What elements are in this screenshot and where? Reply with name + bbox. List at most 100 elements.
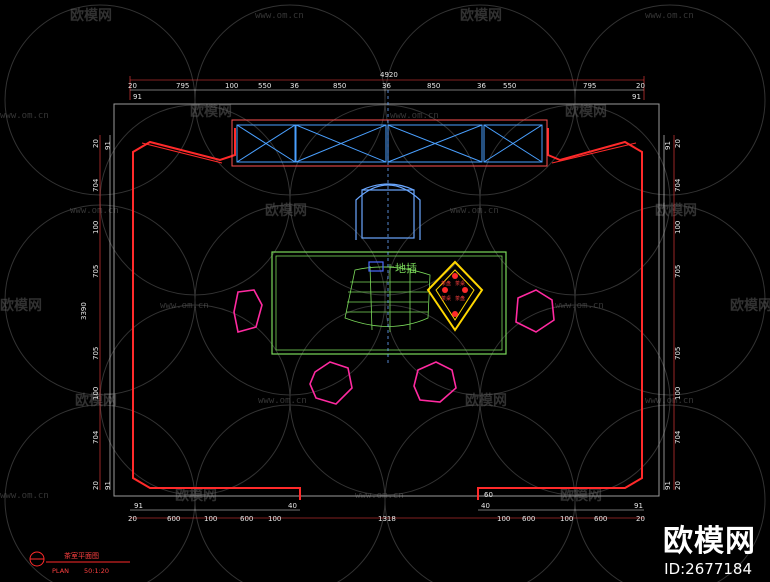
tea-desk bbox=[271, 251, 507, 355]
dim-right-label: 20 bbox=[674, 139, 682, 148]
dim-left-total: 3390 bbox=[80, 302, 88, 320]
watermark-url: www.om.cn bbox=[645, 11, 694, 21]
watermark-brand: 欧模网 bbox=[265, 202, 307, 219]
dim-left-label: 91 bbox=[104, 481, 112, 490]
tea-set-diamond: 茶盘 茶桌 茶桌 茶盘 bbox=[426, 260, 484, 332]
outer-boundary bbox=[113, 103, 660, 497]
dim-top-label: 100 bbox=[225, 82, 238, 90]
watermark-url: www.om.cn bbox=[255, 11, 304, 21]
watermark-url: www.om.cn bbox=[258, 396, 307, 406]
dim-total-width: 4920 bbox=[380, 71, 398, 79]
dim-left-label: 20 bbox=[92, 139, 100, 148]
stool-bottom-left bbox=[309, 361, 353, 405]
stool-bottom-right bbox=[413, 361, 457, 403]
watermark-url: www.om.cn bbox=[390, 111, 439, 121]
footer-id: ID:2677184 bbox=[664, 560, 752, 578]
watermark-url: www.om.cn bbox=[70, 206, 119, 216]
dim-bottom-label: 600 bbox=[167, 515, 180, 523]
dim-top-label: 20 bbox=[128, 82, 137, 90]
watermark-pattern bbox=[4, 4, 766, 582]
dim-right-label: 100 bbox=[674, 221, 682, 234]
footer-brand: 欧模网 bbox=[663, 524, 756, 559]
watermark-url: www.om.cn bbox=[450, 206, 499, 216]
dim-bottom-label: 600 bbox=[240, 515, 253, 523]
dim-bottom-label: 20 bbox=[636, 515, 645, 523]
watermark-url: www.om.cn bbox=[160, 301, 209, 311]
dim-top-label: 91 bbox=[133, 93, 142, 101]
dim-top-label: 850 bbox=[333, 82, 346, 90]
dim-right-label: 705 bbox=[674, 347, 682, 360]
floor-socket-icon bbox=[368, 261, 384, 272]
dim-left-label: 100 bbox=[92, 387, 100, 400]
dim-left-label: 704 bbox=[92, 178, 100, 192]
dim-top-label: 36 bbox=[290, 82, 299, 90]
dimension-bottom bbox=[130, 509, 644, 519]
dim-bottom-label: 100 bbox=[268, 515, 281, 523]
dim-top-row: 20 795 100 550 36 850 36 850 36 550 795 … bbox=[128, 82, 645, 101]
dim-top-label: 36 bbox=[382, 82, 391, 90]
watermark-brand: 欧模网 bbox=[0, 297, 42, 314]
plan-scale: 50:1:20 bbox=[84, 567, 109, 575]
plan-label: PLAN bbox=[52, 567, 69, 575]
tea-tray-label: 茶盘 bbox=[441, 280, 451, 287]
dim-left-label: 705 bbox=[92, 347, 100, 360]
dim-left-label: 100 bbox=[92, 221, 100, 234]
tea-table-label: 茶桌 bbox=[455, 280, 465, 287]
dim-bottom-center: 1318 bbox=[378, 515, 396, 523]
dim-top-label: 550 bbox=[258, 82, 271, 90]
dim-right-label: 91 bbox=[664, 141, 672, 150]
dimension-right bbox=[663, 135, 675, 490]
dim-right-label: 704 bbox=[674, 178, 682, 192]
dim-top-label: 20 bbox=[636, 82, 645, 90]
stool-right bbox=[515, 289, 555, 333]
dim-bottom-label: 100 bbox=[560, 515, 573, 523]
dim-bottom-label: 91 bbox=[134, 502, 143, 510]
plan-title-block: 茶室平面图 PLAN 50:1:20 bbox=[29, 551, 130, 575]
top-cabinet bbox=[231, 119, 548, 167]
dim-right-label: 20 bbox=[674, 481, 682, 490]
dim-top-label: 795 bbox=[583, 82, 596, 90]
watermark-brand: 欧模网 bbox=[655, 202, 697, 219]
dim-left-col: 20 91 704 100 705 3390 705 100 704 20 91 bbox=[80, 139, 112, 490]
dim-bottom-label: 600 bbox=[522, 515, 535, 523]
dim-top-label: 550 bbox=[503, 82, 516, 90]
dim-bottom-label: 40 bbox=[481, 502, 490, 510]
tea-table-label: 茶桌 bbox=[441, 295, 451, 302]
stool-left bbox=[233, 289, 263, 334]
plan-title: 茶室平面图 bbox=[64, 551, 99, 560]
dim-top-label: 850 bbox=[427, 82, 440, 90]
dim-bottom-label: 20 bbox=[128, 515, 137, 523]
dim-left-label: 91 bbox=[104, 141, 112, 150]
dim-top-label: 795 bbox=[176, 82, 189, 90]
dim-left-label: 704 bbox=[92, 430, 100, 444]
dim-right-label: 704 bbox=[674, 430, 682, 444]
dimension-left bbox=[99, 135, 111, 490]
room-walls bbox=[132, 128, 643, 500]
dim-bottom-label: 600 bbox=[594, 515, 607, 523]
dim-bottom-label: 40 bbox=[288, 502, 297, 510]
tea-tray-label: 茶盘 bbox=[455, 295, 465, 302]
dim-bottom-row: 91 20 600 100 600 100 40 1318 40 60 100 … bbox=[128, 491, 645, 523]
dim-right-label: 100 bbox=[674, 387, 682, 400]
dim-left-label: 705 bbox=[92, 265, 100, 278]
armchair bbox=[355, 183, 421, 240]
tea-tray bbox=[344, 264, 431, 332]
watermark-brand: 欧模网 bbox=[460, 7, 502, 24]
dimension-top bbox=[129, 76, 645, 100]
dim-bottom-label: 91 bbox=[634, 502, 643, 510]
watermark-brand: 欧模网 bbox=[565, 103, 607, 120]
dim-bottom-label: 100 bbox=[497, 515, 510, 523]
dim-bottom-label: 60 bbox=[484, 491, 493, 499]
dim-right-col: 91 20 704 100 705 705 100 704 20 91 bbox=[664, 139, 682, 490]
watermark-brand: 欧模网 bbox=[465, 392, 507, 409]
stools bbox=[233, 289, 555, 405]
floor-socket: 地插 bbox=[368, 261, 417, 275]
watermark-brand: 欧模网 bbox=[190, 103, 232, 120]
dim-right-label: 705 bbox=[674, 265, 682, 278]
dim-top-label: 91 bbox=[632, 93, 641, 101]
watermark-url: www.om.cn bbox=[0, 491, 49, 501]
dim-top-label: 36 bbox=[477, 82, 486, 90]
dim-right-label: 91 bbox=[664, 481, 672, 490]
dim-left-label: 20 bbox=[92, 481, 100, 490]
